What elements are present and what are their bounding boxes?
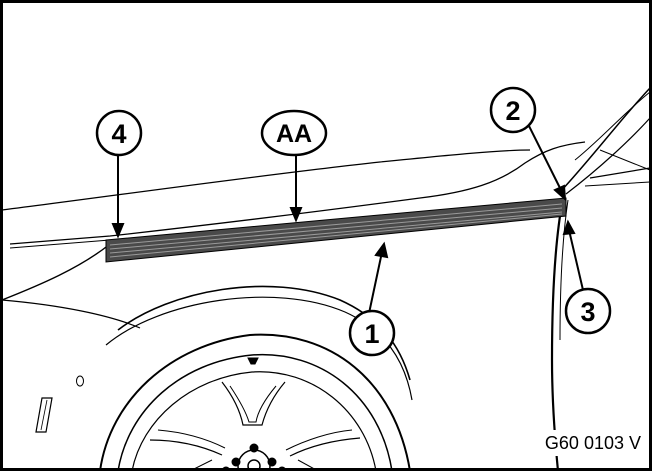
callout-2: 2: [489, 86, 537, 134]
figure-code: G60 0103 V: [545, 433, 641, 453]
callout-AA: AA: [260, 109, 328, 157]
wheel-rim-drawing: [99, 333, 411, 471]
fender-outline-drawing: [1, 87, 651, 471]
callout-1: 1: [348, 309, 396, 357]
callout-4-label: 4: [111, 119, 126, 149]
callout-4: 4: [95, 109, 143, 157]
callout-3-label: 3: [580, 297, 595, 327]
callout-leaders: [111, 123, 584, 319]
callout-1-label: 1: [364, 319, 379, 349]
callout-3: 3: [564, 287, 612, 335]
trim-strip-drawing: [105, 197, 567, 263]
callout-2-label: 2: [505, 96, 520, 126]
callout-AA-label: AA: [276, 120, 312, 148]
